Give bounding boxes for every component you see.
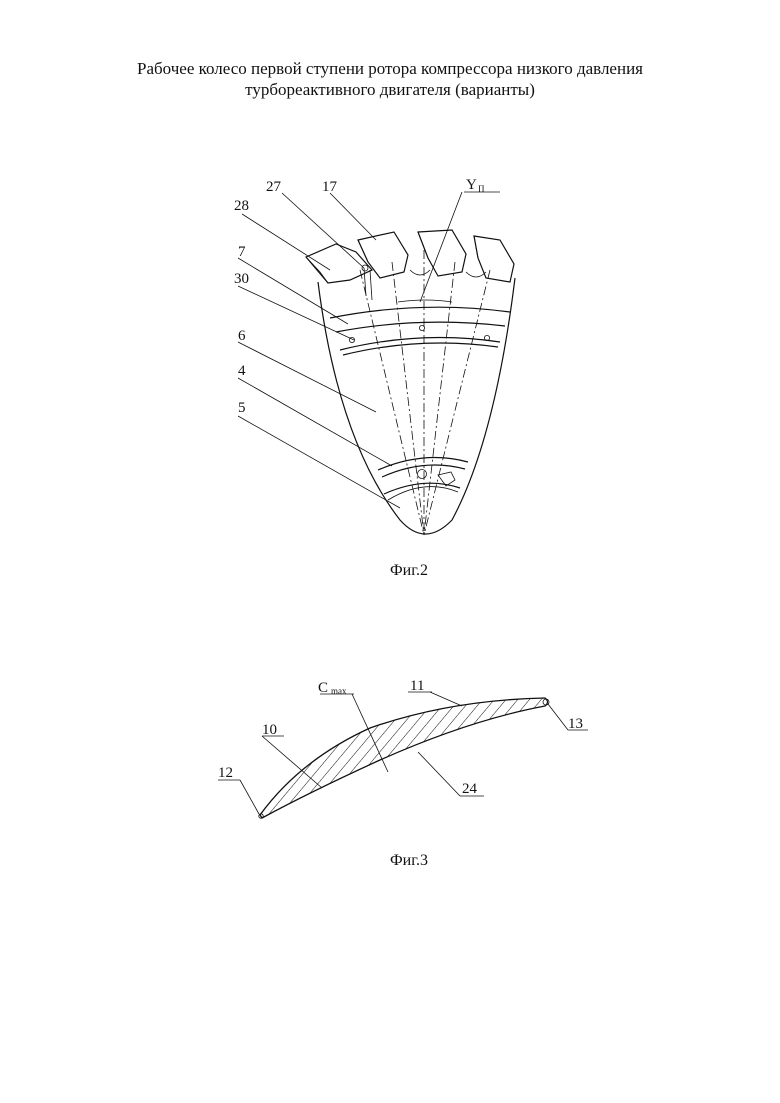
fig2-caption: Фиг.2 (390, 562, 428, 579)
label-cmax: C (318, 680, 328, 696)
label-Y-sub: П (478, 184, 485, 194)
fig2-wheel-sector (237, 191, 516, 536)
fig2-labels: 27 17 Y П 28 7 30 6 4 5 Фиг.2 (234, 177, 485, 579)
fig3-labels: C max 11 10 13 12 24 Фиг.3 (218, 678, 583, 869)
label-11: 11 (410, 678, 424, 694)
label-17: 17 (322, 179, 338, 195)
sector-outline (317, 277, 516, 535)
blade-roots (305, 229, 515, 301)
label-28: 28 (234, 198, 249, 214)
label-10: 10 (262, 722, 277, 738)
label-24: 24 (462, 781, 478, 797)
label-7: 7 (238, 244, 246, 260)
label-6: 6 (238, 328, 246, 344)
title-line-2: турбореактивного двигателя (варианты) (245, 80, 535, 99)
airfoil-section (259, 697, 549, 819)
label-4: 4 (238, 363, 246, 379)
label-30: 30 (234, 271, 249, 287)
drawing-title: Рабочее колесо первой ступени ротора ком… (0, 58, 780, 100)
label-13: 13 (568, 716, 583, 732)
label-Y: Y (466, 177, 477, 193)
fig3-caption: Фиг.3 (390, 852, 428, 869)
label-cmax-sub: max (331, 686, 347, 696)
label-12: 12 (218, 765, 233, 781)
title-line-1: Рабочее колесо первой ступени ротора ком… (137, 59, 643, 78)
fig3-blade-profile (218, 691, 588, 819)
label-27: 27 (266, 179, 282, 195)
label-5: 5 (238, 400, 246, 416)
